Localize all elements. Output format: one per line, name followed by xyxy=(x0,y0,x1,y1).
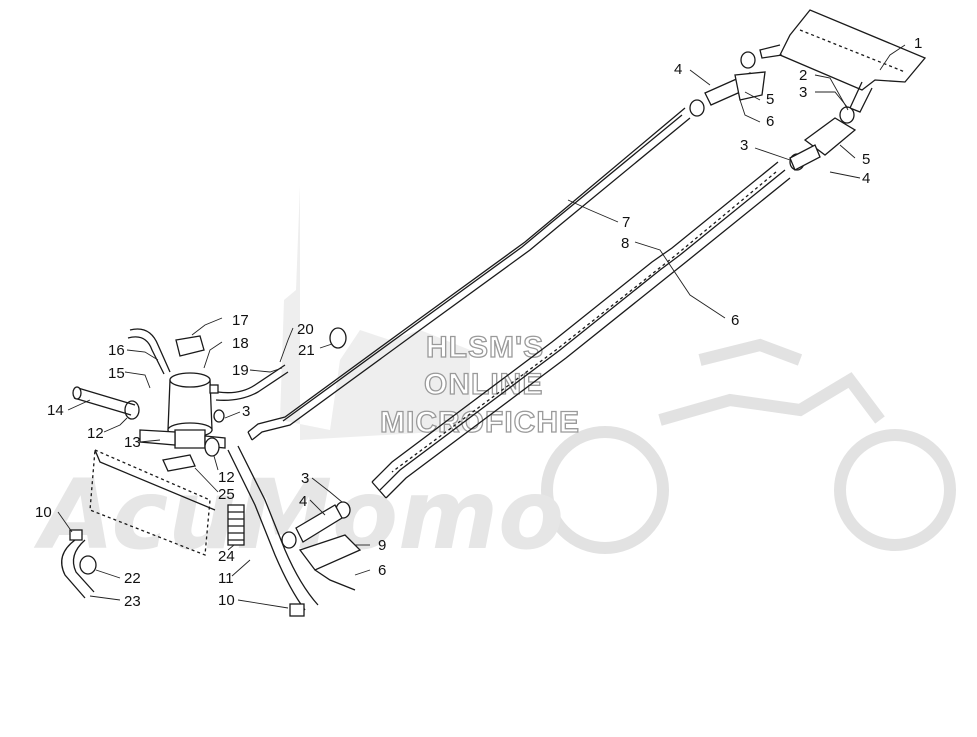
callout-15: 15 xyxy=(108,365,125,382)
callout-8: 8 xyxy=(621,235,629,252)
callout-4: 4 xyxy=(674,61,682,78)
callout-13: 13 xyxy=(124,434,141,451)
callout-4: 4 xyxy=(862,170,870,187)
callout-3: 3 xyxy=(301,470,309,487)
callout-5: 5 xyxy=(766,91,774,108)
part-mounting-plate xyxy=(89,449,216,556)
callout-12: 12 xyxy=(218,469,235,486)
part-coolant-tube-lower xyxy=(371,161,791,499)
callout-19: 19 xyxy=(232,362,249,379)
callout-3: 3 xyxy=(242,403,250,420)
callout-11: 11 xyxy=(218,570,234,587)
watermark-line-2: ONLINE xyxy=(424,368,543,401)
watermark-spire xyxy=(280,185,470,440)
callout-7: 7 xyxy=(622,214,630,231)
callout-10: 10 xyxy=(35,504,52,521)
part-clamp-10-lower xyxy=(289,603,305,617)
part-hose-22-23 xyxy=(61,529,97,599)
callout-1: 1 xyxy=(914,35,922,52)
callout-4: 4 xyxy=(299,493,307,510)
callout-16: 16 xyxy=(108,342,125,359)
callout-21: 21 xyxy=(298,342,315,359)
callout-18: 18 xyxy=(232,335,249,352)
part-reservoir-assembly xyxy=(124,327,347,472)
watermark-motorcycle xyxy=(541,338,956,554)
callout-10: 10 xyxy=(218,592,235,609)
callout-12: 12 xyxy=(87,425,104,442)
callout-2: 2 xyxy=(799,67,807,84)
part-hose-14 xyxy=(72,386,136,416)
fittings-upper xyxy=(689,51,857,171)
leader-lines xyxy=(57,44,906,609)
callout-6: 6 xyxy=(378,562,386,579)
callout-3: 3 xyxy=(799,84,807,101)
callout-24: 24 xyxy=(218,548,235,565)
callout-9: 9 xyxy=(378,537,386,554)
part-coolant-tube-upper xyxy=(247,107,691,441)
callout-14: 14 xyxy=(47,402,64,419)
fittings-lower-rear xyxy=(281,501,362,591)
callout-6: 6 xyxy=(731,312,739,329)
part-spring-24 xyxy=(227,504,245,546)
watermark-brand: AcuMomo xyxy=(33,459,564,571)
callout-3: 3 xyxy=(740,137,748,154)
callout-25: 25 xyxy=(218,486,235,503)
part-heat-exchanger-front xyxy=(759,9,927,113)
callout-5: 5 xyxy=(862,151,870,168)
callout-6: 6 xyxy=(766,113,774,130)
callout-17: 17 xyxy=(232,312,249,329)
callout-numbers: 1 2 3 3 4 5 6 3 5 4 7 8 6 17 18 16 15 19… xyxy=(35,35,922,610)
watermark-line-1: HLSM'S xyxy=(426,331,544,364)
callout-20: 20 xyxy=(297,321,314,338)
callout-23: 23 xyxy=(124,593,141,610)
callout-22: 22 xyxy=(124,570,141,587)
